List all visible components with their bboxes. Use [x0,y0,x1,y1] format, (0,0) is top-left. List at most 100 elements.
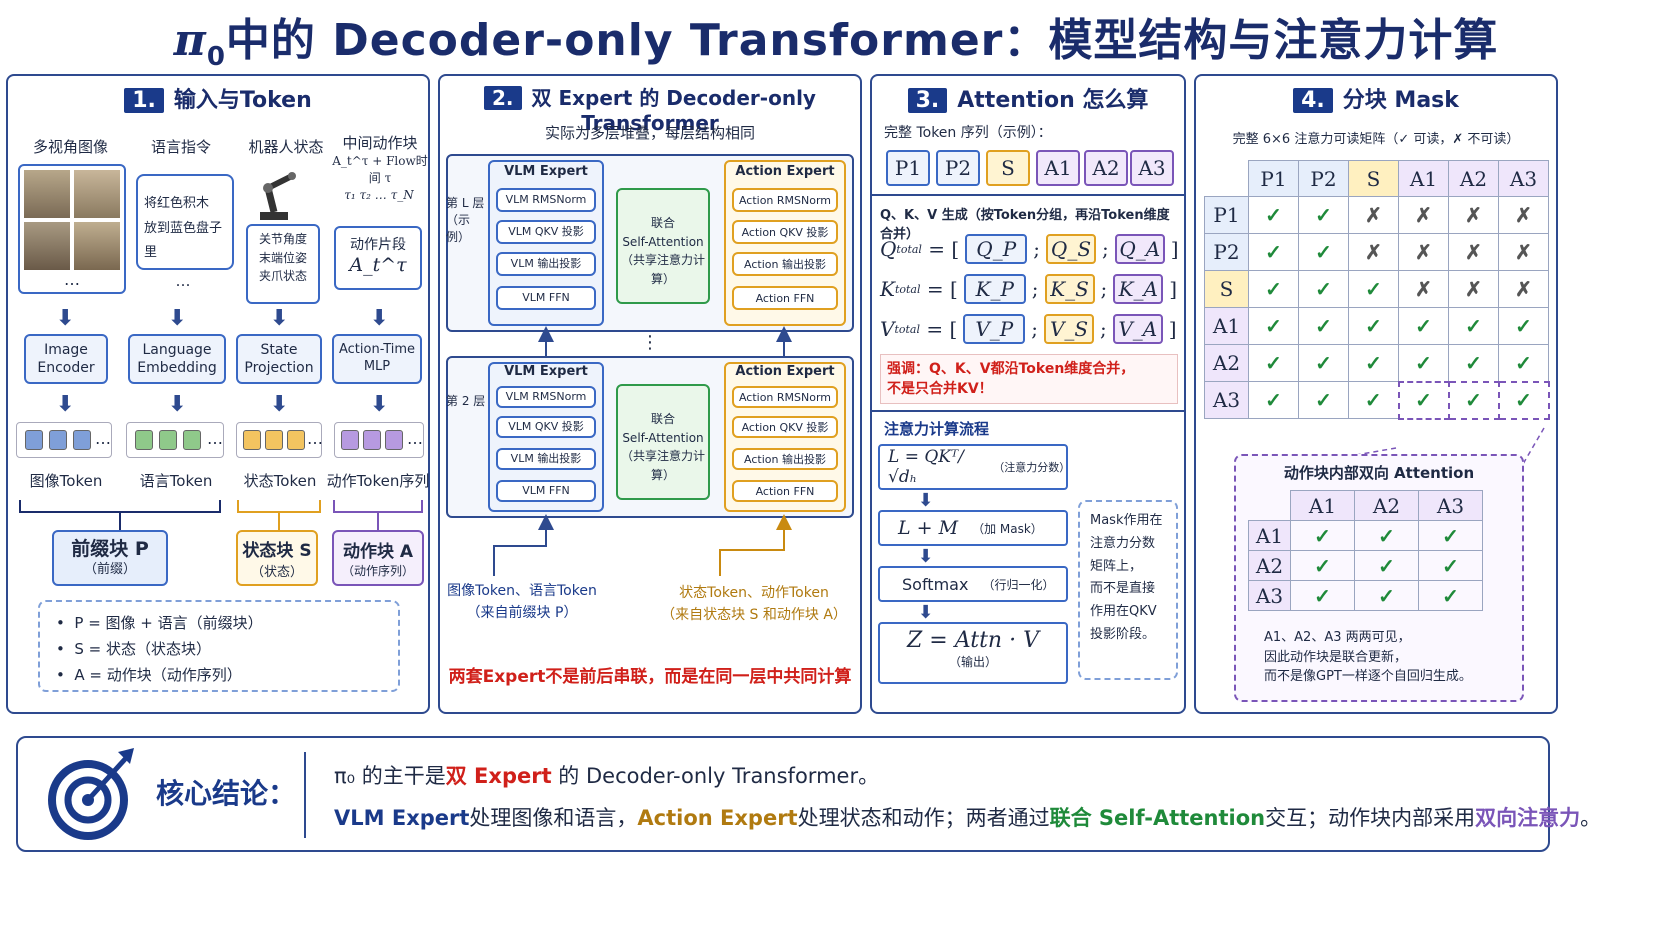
flow-arrows [493,326,792,576]
check-icon: ✓ [1498,307,1549,345]
action-seg-label: 动作片段 [350,237,406,253]
check-icon: ✓ [1354,520,1419,551]
check-icon: ✓ [1298,381,1349,419]
arrow-down-icon: ⬇ [56,306,75,331]
col-state: 机器人状态 [248,138,324,156]
k-p: K_P [963,274,1026,304]
check-icon: ✓ [1248,270,1299,308]
camera-image [74,222,120,270]
conclusion-line-2: VLM Expert处理图像和语言，Action Expert处理状态和动作；两… [334,806,1602,830]
check-icon: ✓ [1418,550,1483,581]
cross-icon: ✗ [1348,196,1399,234]
flow-step-scores: L = QKᵀ/√dₕ（注意力分数） [878,444,1070,490]
cross-icon: ✗ [1398,196,1449,234]
qkv-title: Q、K、V 生成（按Token分组，再沿Token维度合并） [880,208,1170,242]
inner-row-header: A3 [1248,580,1291,611]
inner-title: 动作块内部双向 Attention [1283,464,1475,482]
state-list: 关节角度 末端位姿 夹爪状态 [246,224,320,304]
check-icon: ✓ [1290,580,1355,611]
q-s: Q_S [1045,234,1096,264]
mask-side-note: Mask作用在 注意力分数 矩阵上， 而不是直接 作用在QKV 投影阶段。 [1078,500,1178,680]
matrix-col-header: A2 [1448,160,1499,197]
cross-icon: ✗ [1498,196,1549,234]
col-action: 中间动作块 [342,134,418,152]
grouping-brackets [19,500,423,530]
check-icon: ✓ [1298,307,1349,345]
inner-row-header: A2 [1248,550,1291,581]
check-icon: ✓ [1298,270,1349,308]
seq-token-s: S [986,150,1030,186]
inner-col-header: A3 [1418,490,1483,521]
flow-title: 注意力计算流程 [884,420,990,438]
state-block: 状态块 S （状态） [236,530,318,586]
action-token-label: 动作Token序列 [326,472,430,490]
cross-icon: ✗ [1448,196,1499,234]
prefix-block: 前缀块 P （前缀） [52,530,168,586]
check-icon: ✓ [1447,380,1500,420]
matrix-col-header: A3 [1498,160,1549,197]
ellipsis: … [64,270,80,289]
emphasis-note: 强调：Q、K、V都沿Token维度合并， 不是只合并KV！ [880,354,1178,404]
arrow-down-icon: ⬇ [918,602,934,623]
seq-label: 完整 Token 序列（示例）： [884,125,1052,141]
camera-image [24,170,70,218]
arrow-down-icon: ⬇ [370,306,389,331]
joint-self-attention: 联合 Self-Attention （共享注意力计算） [616,384,710,500]
panel2-subtitle: 实际为多层堆叠，每层结构相同 [544,124,755,142]
vlm-ffn: VLM FFN [496,286,596,310]
cross-icon: ✗ [1448,233,1499,271]
language-token-label: 语言Token [139,472,213,490]
layer-2-label: 第 2 层 [446,394,486,408]
vlm-out-proj: VLM 输出投影 [496,252,596,276]
action-seg-symbol: A_t^τ [349,254,407,276]
action-qkv: Action QKV 投影 [732,220,838,244]
arrow-down-icon: ⬇ [270,306,289,331]
legend-item: • S = 状态（状态块） [56,640,212,658]
panel3-title: 3.Attention 怎么算 [872,82,1184,114]
check-icon: ✓ [1348,381,1399,419]
k-symbol: K [880,277,895,301]
q-a: Q_A [1114,234,1165,264]
check-icon: ✓ [1448,307,1499,345]
cross-icon: ✗ [1398,270,1449,308]
check-icon: ✓ [1354,580,1419,611]
vlm-qkv: VLM QKV 投影 [496,220,596,244]
inner-col-header: A1 [1290,490,1355,521]
legend-item: • P = 图像 + 语言（前缀块） [56,614,263,632]
action-out-proj: Action 输出投影 [732,252,838,276]
panel-input-token: 1.输入与Token 多视角图像 语言指令 机器人状态 中间动作块 A_t^τ … [6,74,430,714]
legend-box: • P = 图像 + 语言（前缀块） • S = 状态（状态块） • A = 动… [38,600,400,692]
action-rmsnorm: Action RMSNorm [732,386,838,408]
action-tokens: … [334,422,424,458]
check-icon: ✓ [1348,344,1399,382]
arrow-down-icon: ⬇ [918,546,934,567]
ellipsis: … [175,272,191,290]
image-token-label: 图像Token [29,472,103,490]
seq-token-a2: A2 [1084,150,1128,186]
k-s: K_S [1044,274,1095,304]
seq-token-a1: A1 [1036,150,1080,186]
v-a: V_A [1112,314,1163,344]
page-title: π0中的 Decoder-only Transformer：模型结构与注意力计算 [173,15,1499,72]
v-symbol: V [880,317,895,341]
arrow-down-icon: ⬇ [168,306,187,331]
check-icon: ✓ [1290,520,1355,551]
robot-arm-icon [260,172,296,220]
flow-step-output: Z = Attn · V （输出） [878,622,1068,684]
check-icon: ✓ [1418,580,1483,611]
panel-attention: 3.Attention 怎么算 完整 Token 序列（示例）： P1 P2 S… [870,74,1186,714]
state-projection: State Projection [236,334,322,384]
joint-self-attention: 联合 Self-Attention （共享注意力计算） [616,188,710,304]
action-rmsnorm: Action RMSNorm [732,188,838,212]
vlm-rmsnorm: VLM RMSNorm [496,386,596,408]
matrix-row-header: P2 [1204,233,1249,271]
vlm-expert-title: VLM Expert [504,164,588,179]
check-icon: ✓ [1498,344,1549,382]
total-sub: total [894,322,920,336]
action-input-label: 状态Token、动作Token （来自状态块 S 和动作块 A） [661,585,847,624]
action-qkv: Action QKV 投影 [732,416,838,438]
